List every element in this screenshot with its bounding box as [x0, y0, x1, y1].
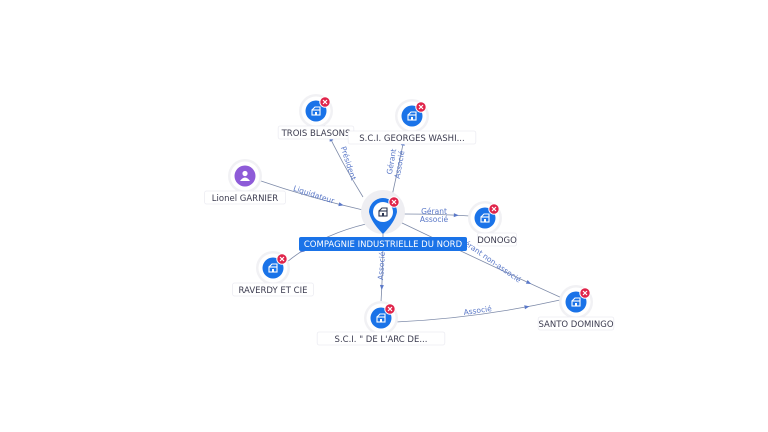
company-icon	[311, 106, 321, 116]
node-label: SANTO DOMINGO	[537, 316, 615, 331]
node-georges-washi[interactable]: S.C.I. GEORGES WASHI...	[347, 99, 477, 145]
node-trois-blasons[interactable]: TROIS BLASONS	[277, 94, 355, 140]
edge-label: Liquidateur	[292, 184, 336, 206]
person-icon	[240, 170, 250, 181]
company-icon	[378, 207, 388, 217]
node-label: S.C.I. GEORGES WASHI...	[347, 130, 477, 145]
node-arc-de[interactable]: S.C.I. " DE L'ARC DE...	[316, 301, 446, 346]
graph-nodes: TROIS BLASONS S.C.I. GEORGES WASHI... Lion…	[204, 94, 615, 346]
edge-label: Associé	[420, 215, 449, 224]
node-label: S.C.I. " DE L'ARC DE...	[316, 331, 446, 346]
node-label-text: Lionel GARNIER	[212, 194, 279, 204]
node-label: DONOGO	[476, 232, 517, 247]
node-center[interactable]: COMPAGNIE INDUSTRIELLE DU NORD	[299, 190, 467, 251]
closed-badge-icon	[415, 101, 427, 113]
edge-arrow-icon	[524, 305, 530, 310]
node-label-text: RAVERDY ET CIE	[239, 286, 308, 296]
node-label-text: DONOGO	[477, 236, 517, 246]
node-lionel-garnier[interactable]: Lionel GARNIER	[204, 159, 286, 205]
edge-line	[403, 213, 471, 217]
node-label-text: S.C.I. GEORGES WASHI...	[359, 134, 464, 144]
center-node-label: COMPAGNIE INDUSTRIELLE DU NORD	[299, 237, 467, 251]
company-icon	[376, 313, 386, 323]
company-icon	[480, 213, 490, 223]
closed-badge-icon	[579, 287, 591, 299]
closed-badge-icon	[488, 203, 500, 215]
closed-badge-icon	[319, 96, 331, 108]
edge-label: Président	[339, 145, 358, 181]
closed-badge-icon	[276, 253, 288, 265]
node-santo-domingo[interactable]: SANTO DOMINGO	[537, 285, 615, 331]
node-label-text: SANTO DOMINGO	[538, 320, 613, 330]
node-donogo[interactable]: DONOGO	[468, 201, 517, 247]
node-raverdy[interactable]: RAVERDY ET CIE	[232, 251, 314, 297]
closed-badge-icon	[384, 303, 396, 315]
node-label-text: TROIS BLASONS	[281, 129, 351, 139]
edge-arc-de-santo-domingo: Associé	[395, 299, 561, 323]
edge-label: Associé	[376, 251, 387, 280]
edge-line	[395, 299, 561, 323]
edge-arrow-icon	[453, 213, 459, 218]
edge-arrow-icon	[379, 284, 384, 291]
node-label: TROIS BLASONS	[277, 125, 355, 140]
edge-label: Associé	[463, 304, 493, 317]
node-label-text: S.C.I. " DE L'ARC DE...	[335, 335, 428, 345]
edge-arrow-icon	[338, 202, 344, 207]
company-icon	[268, 263, 278, 273]
node-label-text: COMPAGNIE INDUSTRIELLE DU NORD	[304, 240, 463, 250]
node-label: Lionel GARNIER	[204, 190, 286, 205]
edge-arrow-icon	[525, 280, 532, 284]
company-icon	[407, 111, 417, 121]
edge-label: Gérant	[421, 207, 447, 216]
edge-line	[399, 221, 563, 299]
node-label: RAVERDY ET CIE	[232, 282, 314, 297]
edge-label: Gérant	[385, 148, 398, 175]
edge-line	[257, 179, 364, 211]
closed-badge-icon	[388, 196, 400, 208]
company-icon	[571, 297, 581, 307]
